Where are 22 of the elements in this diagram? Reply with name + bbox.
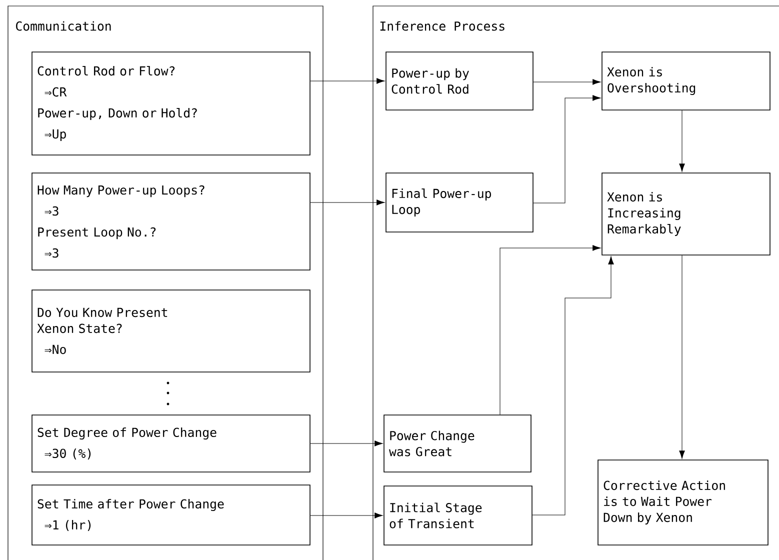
question-box: How Many Power-up Loops? ⇒3 Present Loop No.? ⇒3 (32, 172, 310, 270)
question-box: Set Time after Power Change ⇒1 (hr) (32, 484, 310, 546)
process-box: Power-up by Control Rod (386, 52, 534, 110)
arrow (310, 200, 385, 206)
arrow (533, 95, 601, 204)
question-box: Do You Know Present Xenon State? ⇒No (32, 290, 310, 372)
arrow (310, 78, 385, 84)
arrow (679, 255, 685, 459)
question-box: Control Rod or Flow? ⇒CR Power-up, Down or Hold? ⇒Up (32, 52, 310, 156)
process-box: Final Power-up Loop (386, 172, 534, 232)
process-box: Xenon is Increasing Remarkably (602, 172, 770, 256)
process-box: Power Change was Great (384, 414, 532, 472)
arrow (310, 512, 383, 518)
arrow (679, 110, 685, 172)
process-box: Initial Stage of Transient (384, 486, 532, 546)
process-box: Xenon is Overshooting (602, 52, 770, 110)
process-box: Corrective Action is to Wait Power Down by Xenon (598, 460, 768, 546)
question-box: Set Degree of Power Change ⇒30 (%) (32, 414, 310, 472)
arrow (500, 245, 601, 415)
arrow (310, 440, 383, 446)
arrow (532, 256, 614, 516)
arrow (533, 79, 601, 85)
